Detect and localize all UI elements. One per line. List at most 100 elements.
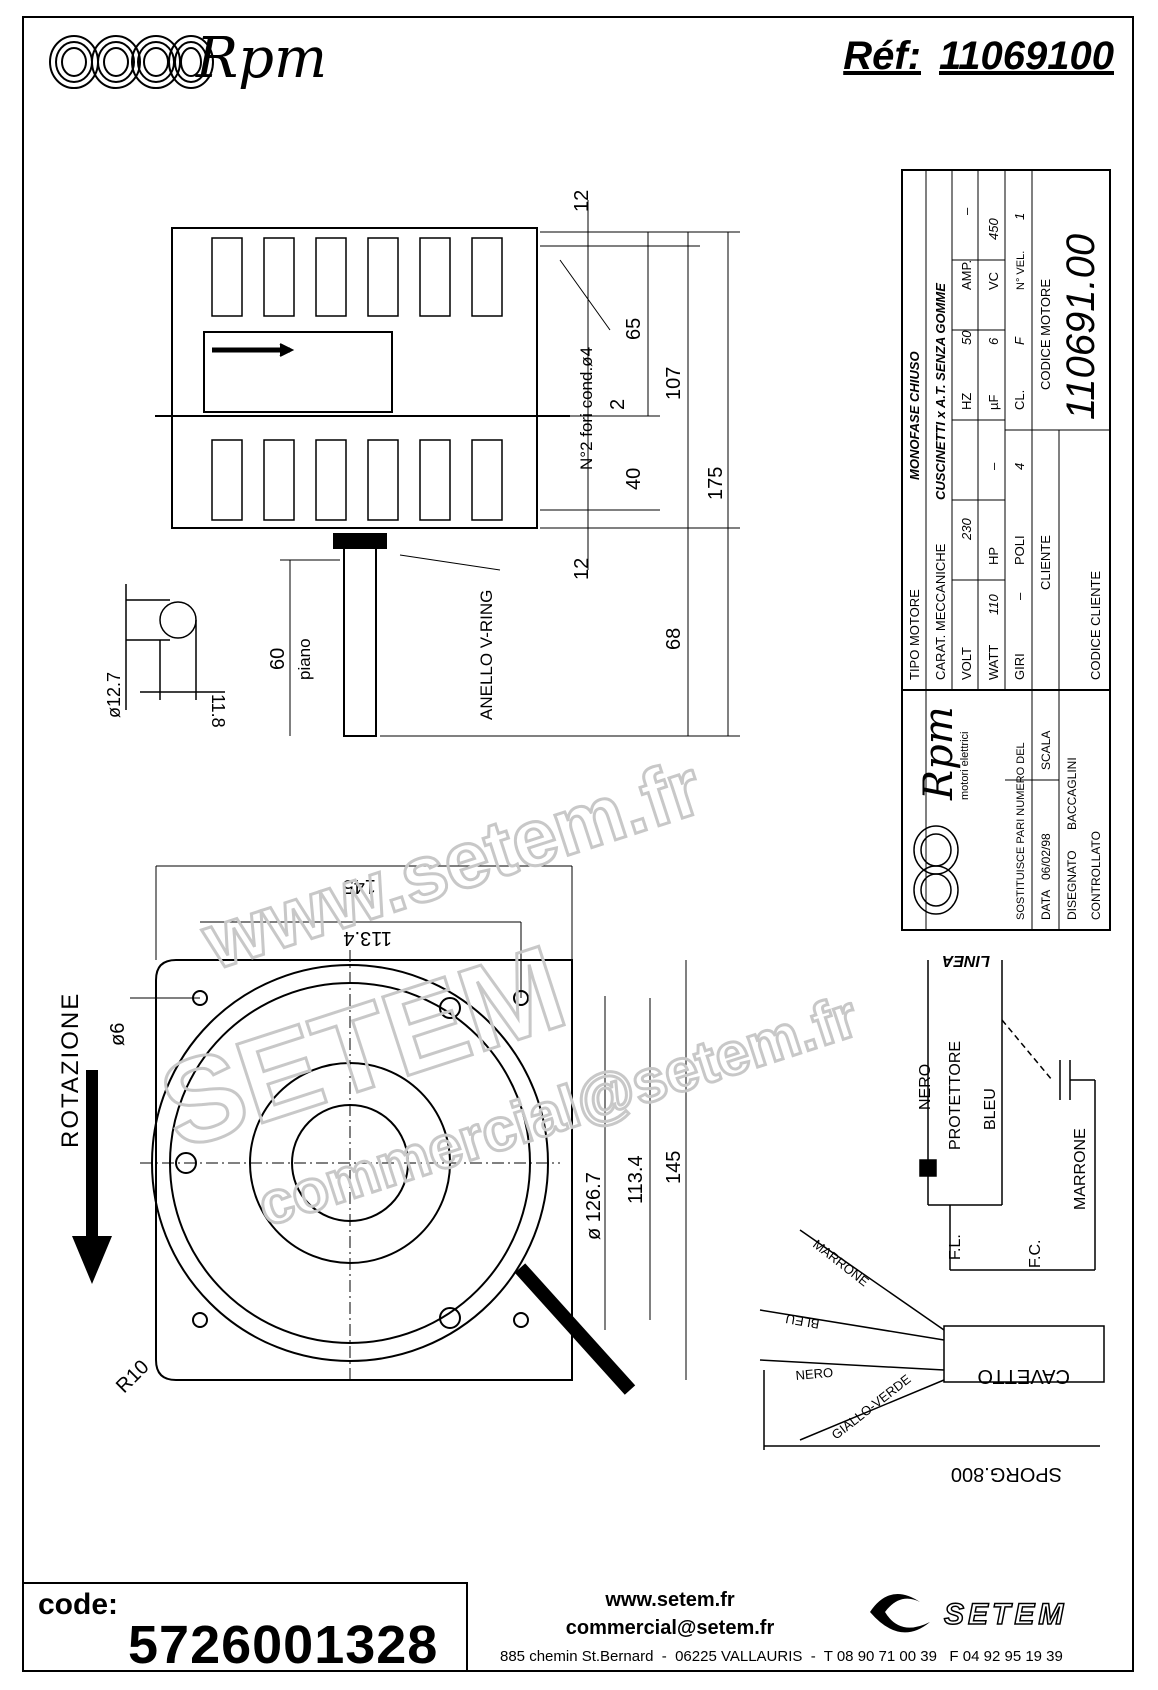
sporg-label: SPORG.800 <box>951 1463 1062 1485</box>
hp-value: – <box>986 462 1001 470</box>
cable-drawing <box>759 1229 1105 1450</box>
setem-logo-text: SETEM <box>944 1598 1067 1631</box>
protettore-label: PROTETTORE <box>947 1041 964 1150</box>
tb-logo: Rpm <box>916 706 962 801</box>
fc-label: F.C. <box>1027 1240 1044 1268</box>
codice-motore-label: CODICE MOTORE <box>1038 279 1053 390</box>
dim-145-width: 145 <box>343 875 376 897</box>
poli-label: POLI <box>1012 535 1027 565</box>
cliente-label: CLIENTE <box>1038 535 1053 590</box>
rotazione-label: ROTAZIONE <box>57 992 84 1148</box>
side-view-labels: 12 65 2 40 12 107 175 68 N°2 fori cond.ø… <box>267 190 727 720</box>
nero-wire: NERO <box>917 1064 934 1110</box>
cavetto-label: CAVETTO <box>977 1365 1070 1387</box>
dim-2: 2 <box>607 399 629 410</box>
disegnato-value: BACCAGLINI <box>1065 757 1079 830</box>
dim-12-top: 12 <box>571 190 593 212</box>
coil-icon <box>49 35 214 89</box>
dim-68: 68 <box>663 628 685 650</box>
codice-motore: 110691.00 <box>1059 234 1103 420</box>
scala-label: SCALA <box>1039 731 1053 770</box>
cable-nero: NERO <box>795 1365 834 1383</box>
ref-label: Réf: <box>843 34 921 78</box>
uf-label: µF <box>986 395 1001 410</box>
codice-cliente-label: CODICE CLIENTE <box>1088 571 1103 680</box>
hz-label: HZ <box>959 393 974 410</box>
data-label: DATA <box>1039 890 1053 920</box>
giri-value: – <box>1012 592 1027 600</box>
code-label: code: <box>38 1588 119 1621</box>
radius-label: R10 <box>112 1356 154 1398</box>
cable-labels: MARRONE BLEU NERO GIALLO-VERDE CAVETTO S… <box>784 1237 1070 1485</box>
motor-front-view <box>151 959 636 1395</box>
amp-label: AMP. <box>959 260 974 290</box>
front-view-labels: 145 113.4 ø6 ø 126.7 113.4 145 R10 ROTAZ… <box>57 875 685 1398</box>
vel-value: 1 <box>1012 213 1027 220</box>
tipo-motore: MONOFASE CHIUSO <box>907 351 922 480</box>
sostituisce-label: SOSTITUISCE PARI NUMERO DEL <box>1015 742 1027 920</box>
cl-label: CL. <box>1012 390 1027 410</box>
dim-60: 60 <box>267 648 289 670</box>
tb-coil-icon <box>913 825 959 915</box>
rpm-logo: Rpm <box>46 26 376 98</box>
disegnato-label: DISEGNATO <box>1065 850 1079 920</box>
carat-label: CARAT. MECCANICHE <box>933 543 948 680</box>
carat-value: CUSCINETTI x A.T. SENZA GOMME <box>933 283 948 500</box>
controllato-label: CONTROLLATO <box>1089 831 1103 920</box>
dim-12-bottom: 12 <box>571 558 593 580</box>
dim-145-height: 145 <box>663 1151 685 1184</box>
shaft-section <box>125 584 225 710</box>
cable-giallo-verde: GIALLO-VERDE <box>829 1371 914 1442</box>
vel-label: N° VEL. <box>1015 251 1027 290</box>
data-value: 06/02/98 <box>1039 833 1053 880</box>
hole-dia: ø6 <box>107 1023 129 1046</box>
dim-65: 65 <box>623 318 645 340</box>
address-line: 885 chemin St.Bernard - 06225 VALLAURIS … <box>500 1648 1063 1665</box>
motor-side-view <box>155 227 570 737</box>
website-link[interactable]: www.setem.fr <box>605 1589 735 1611</box>
dim-40: 40 <box>623 468 645 490</box>
title-block-text: TIPO MOTORE MONOFASE CHIUSO CARAT. MECCA… <box>907 207 1103 920</box>
piano-label: piano <box>295 638 314 680</box>
fl-label: F.L. <box>947 1234 964 1260</box>
brand-name: Rpm <box>196 26 328 91</box>
anello-label: ANELLO V-RING <box>477 590 496 720</box>
dim-126: ø 126.7 <box>583 1172 605 1240</box>
volt-value: 230 <box>959 518 974 541</box>
marrone-wire: MARRONE <box>1072 1128 1089 1210</box>
poli-value: 4 <box>1012 463 1027 470</box>
dim-113-height: 113.4 <box>625 1155 647 1204</box>
front-view-dimensions <box>130 865 687 1380</box>
vc-value: 450 <box>986 218 1001 240</box>
shaft-dia: ø12.7 <box>104 672 124 718</box>
ref-number: 11069100 <box>939 34 1114 78</box>
drawing-frame <box>22 16 1134 1672</box>
wiring-diagram <box>919 960 1096 1271</box>
cable-bleu: BLEU <box>784 1311 820 1332</box>
dim-175: 175 <box>705 467 727 500</box>
hz-value: 50 <box>959 330 974 345</box>
shaft-flat: 11.8 <box>208 694 228 728</box>
amp-value: – <box>959 207 974 215</box>
side-view-dimensions <box>280 200 740 737</box>
cl-value: F <box>1012 336 1027 345</box>
reference: Réf: 11069100 <box>843 34 1114 79</box>
holes-note: N°2 fori cond.ø4 <box>577 347 596 470</box>
cable-marrone: MARRONE <box>810 1237 872 1290</box>
volt-label: VOLT <box>959 647 974 680</box>
code-value: 5726001328 <box>128 1615 439 1675</box>
linea-label: LINEA <box>942 952 990 969</box>
contact-info: www.setem.fr commercial@setem.fr <box>540 1586 800 1642</box>
dim-107: 107 <box>663 367 685 400</box>
setem-logo: SETEM <box>870 1594 1067 1633</box>
tipo-motore-label: TIPO MOTORE <box>907 589 922 680</box>
title-block <box>901 169 1111 931</box>
bleu-wire: BLEU <box>982 1088 999 1130</box>
dim-113-width: 113.4 <box>343 927 392 949</box>
vc-label: VC <box>986 272 1001 290</box>
uf-value: 6 <box>986 337 1001 345</box>
shaft-labels: ø12.7 11.8 <box>104 672 228 728</box>
email-link[interactable]: commercial@setem.fr <box>565 1617 775 1639</box>
code-box: code: 5726001328 <box>22 1582 468 1675</box>
